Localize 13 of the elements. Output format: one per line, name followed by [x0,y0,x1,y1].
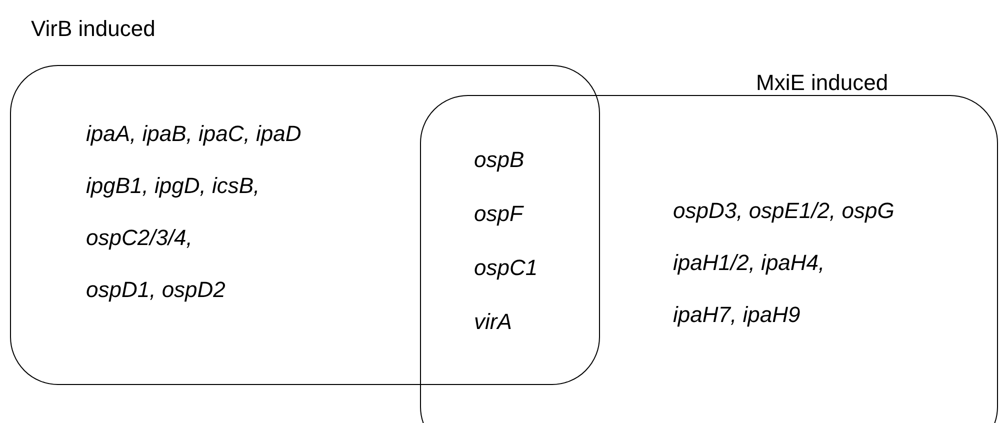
set-title: VirB induced [31,16,156,42]
gene-name: ospF [474,201,523,227]
gene-list: ospD1, ospD2 [86,277,226,303]
gene-list: ipaA, ipaB, ipaC, ipaD [86,121,302,147]
gene-name: virA [474,309,512,335]
gene-list: ipgB1, ipgD, icsB, [86,173,260,199]
gene-list: ipaH1/2, ipaH4, [673,250,825,276]
gene-list: ipaH7, ipaH9 [673,302,800,328]
gene-list: ospC2/3/4, [86,225,192,251]
set-title: MxiE induced [756,70,888,96]
gene-name: ospB [474,147,524,173]
gene-list: ospD3, ospE1/2, ospG [673,198,894,224]
gene-name: ospC1 [474,255,538,281]
